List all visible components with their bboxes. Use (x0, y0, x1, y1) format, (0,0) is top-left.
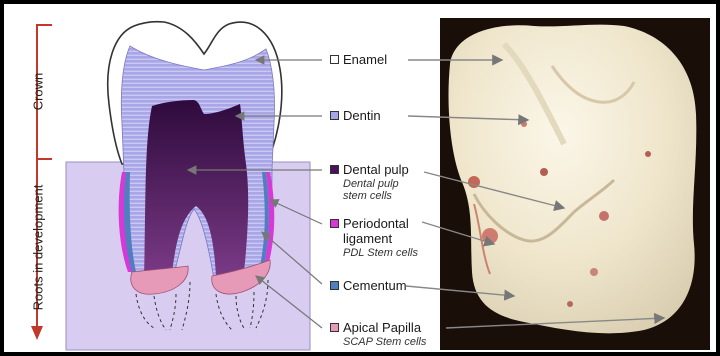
cementum-swatch (330, 281, 339, 290)
pdl-line1: Periodontal (343, 216, 409, 231)
pdl-stem-cells-label: PDL Stem cells (343, 247, 418, 259)
papilla-swatch (330, 323, 339, 332)
papilla-label: Apical Papilla (343, 320, 421, 335)
figure-frame: Crown Roots in development Enamel Dentin… (4, 4, 716, 352)
pulp-swatch (330, 165, 339, 174)
pulp-label: Dental pulp (343, 162, 409, 177)
papilla-stem-cells-label: SCAP Stem cells (343, 336, 426, 348)
pulp-sub-line2: stem cells (343, 190, 399, 202)
pdl-label: Periodontal ligament (343, 216, 409, 246)
cementum-label: Cementum (343, 278, 407, 293)
pulp-stem-cells-label: Dental pulp stem cells (343, 178, 399, 202)
pdl-line2: ligament (343, 231, 409, 246)
crown-axis-label: Crown (31, 62, 46, 122)
enamel-swatch (330, 55, 339, 64)
extracted-tooth-photo (440, 18, 710, 350)
dentin-swatch (330, 111, 339, 120)
pdl-swatch (330, 219, 339, 228)
enamel-label: Enamel (343, 52, 387, 67)
dentin-label: Dentin (343, 108, 381, 123)
pulp-sub-line1: Dental pulp (343, 178, 399, 190)
roots-axis-label: Roots in development (31, 158, 46, 338)
